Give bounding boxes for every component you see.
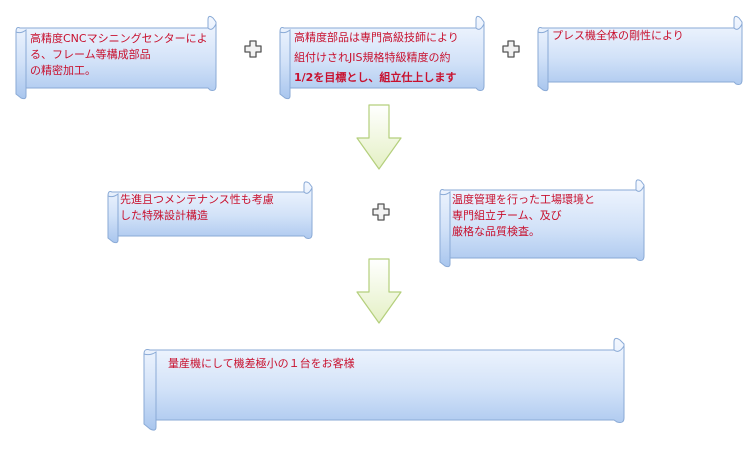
scroll-box-result: 量産機にして機差極小の１台をお客様 [140, 336, 626, 432]
scroll-shape [143, 337, 625, 431]
scroll-box-rigidity: プレス機全体の剛性により [534, 14, 744, 92]
scroll-box-design: 先進且つメンテナンス性も考慮 した特殊設計構造 [104, 180, 314, 244]
box-line: る、フレーム等構成部品 [30, 48, 151, 61]
box-text: 先進且つメンテナンス性も考慮 した特殊設計構造 [120, 192, 274, 224]
box-line: 温度管理を行った工場環境と [452, 193, 595, 206]
scroll-shape [15, 15, 217, 100]
plus-icon [244, 40, 262, 58]
scroll-box-cnc: 高精度CNCマシニングセンターによ る、フレーム等構成部品 の精密加工。 [12, 14, 218, 100]
box-line: の精密加工。 [30, 64, 96, 77]
box-line: した特殊設計構造 [120, 209, 208, 222]
scroll-shape [279, 15, 485, 100]
plus-icon [372, 203, 390, 221]
scroll-box-assembly: 高精度部品は専門高級技師により 組付けされJIS規格特級精度の約 1/2を目標と… [276, 14, 486, 100]
box-text: 高精度CNCマシニングセンターによ る、フレーム等構成部品 の精密加工。 [30, 31, 208, 79]
box-text: プレス機全体の剛性により [552, 28, 684, 44]
down-arrow-icon [356, 258, 402, 324]
box-line: 先進且つメンテナンス性も考慮 [120, 193, 274, 206]
plus-icon [502, 40, 520, 58]
box-line: 高精度CNCマシニングセンターによ [30, 32, 208, 45]
box-text: 量産機にして機差極小の１台をお客様 [168, 356, 355, 372]
box-line: 量産機にして機差極小の１台をお客様 [168, 357, 355, 370]
scroll-shape [439, 179, 645, 268]
box-line: 高精度部品は専門高級技師により [294, 31, 459, 44]
scroll-box-quality: 温度管理を行った工場環境と 専門組立チーム、及び 厳格な品質検査。 [436, 178, 646, 268]
scroll-shape [537, 15, 743, 92]
box-line: 厳格な品質検査。 [452, 225, 540, 238]
down-arrow-icon [356, 104, 402, 170]
scroll-shape [107, 181, 313, 244]
box-line: 1/2を目標とし、組立仕上します [294, 71, 457, 84]
box-text: 温度管理を行った工場環境と 専門組立チーム、及び 厳格な品質検査。 [452, 192, 595, 240]
box-line: プレス機全体の剛性により [552, 29, 684, 42]
box-line: 組付けされJIS規格特級精度の約 [294, 51, 451, 64]
box-line: 専門組立チーム、及び [452, 209, 562, 222]
box-text: 高精度部品は専門高級技師により 組付けされJIS規格特級精度の約 1/2を目標と… [294, 28, 459, 88]
